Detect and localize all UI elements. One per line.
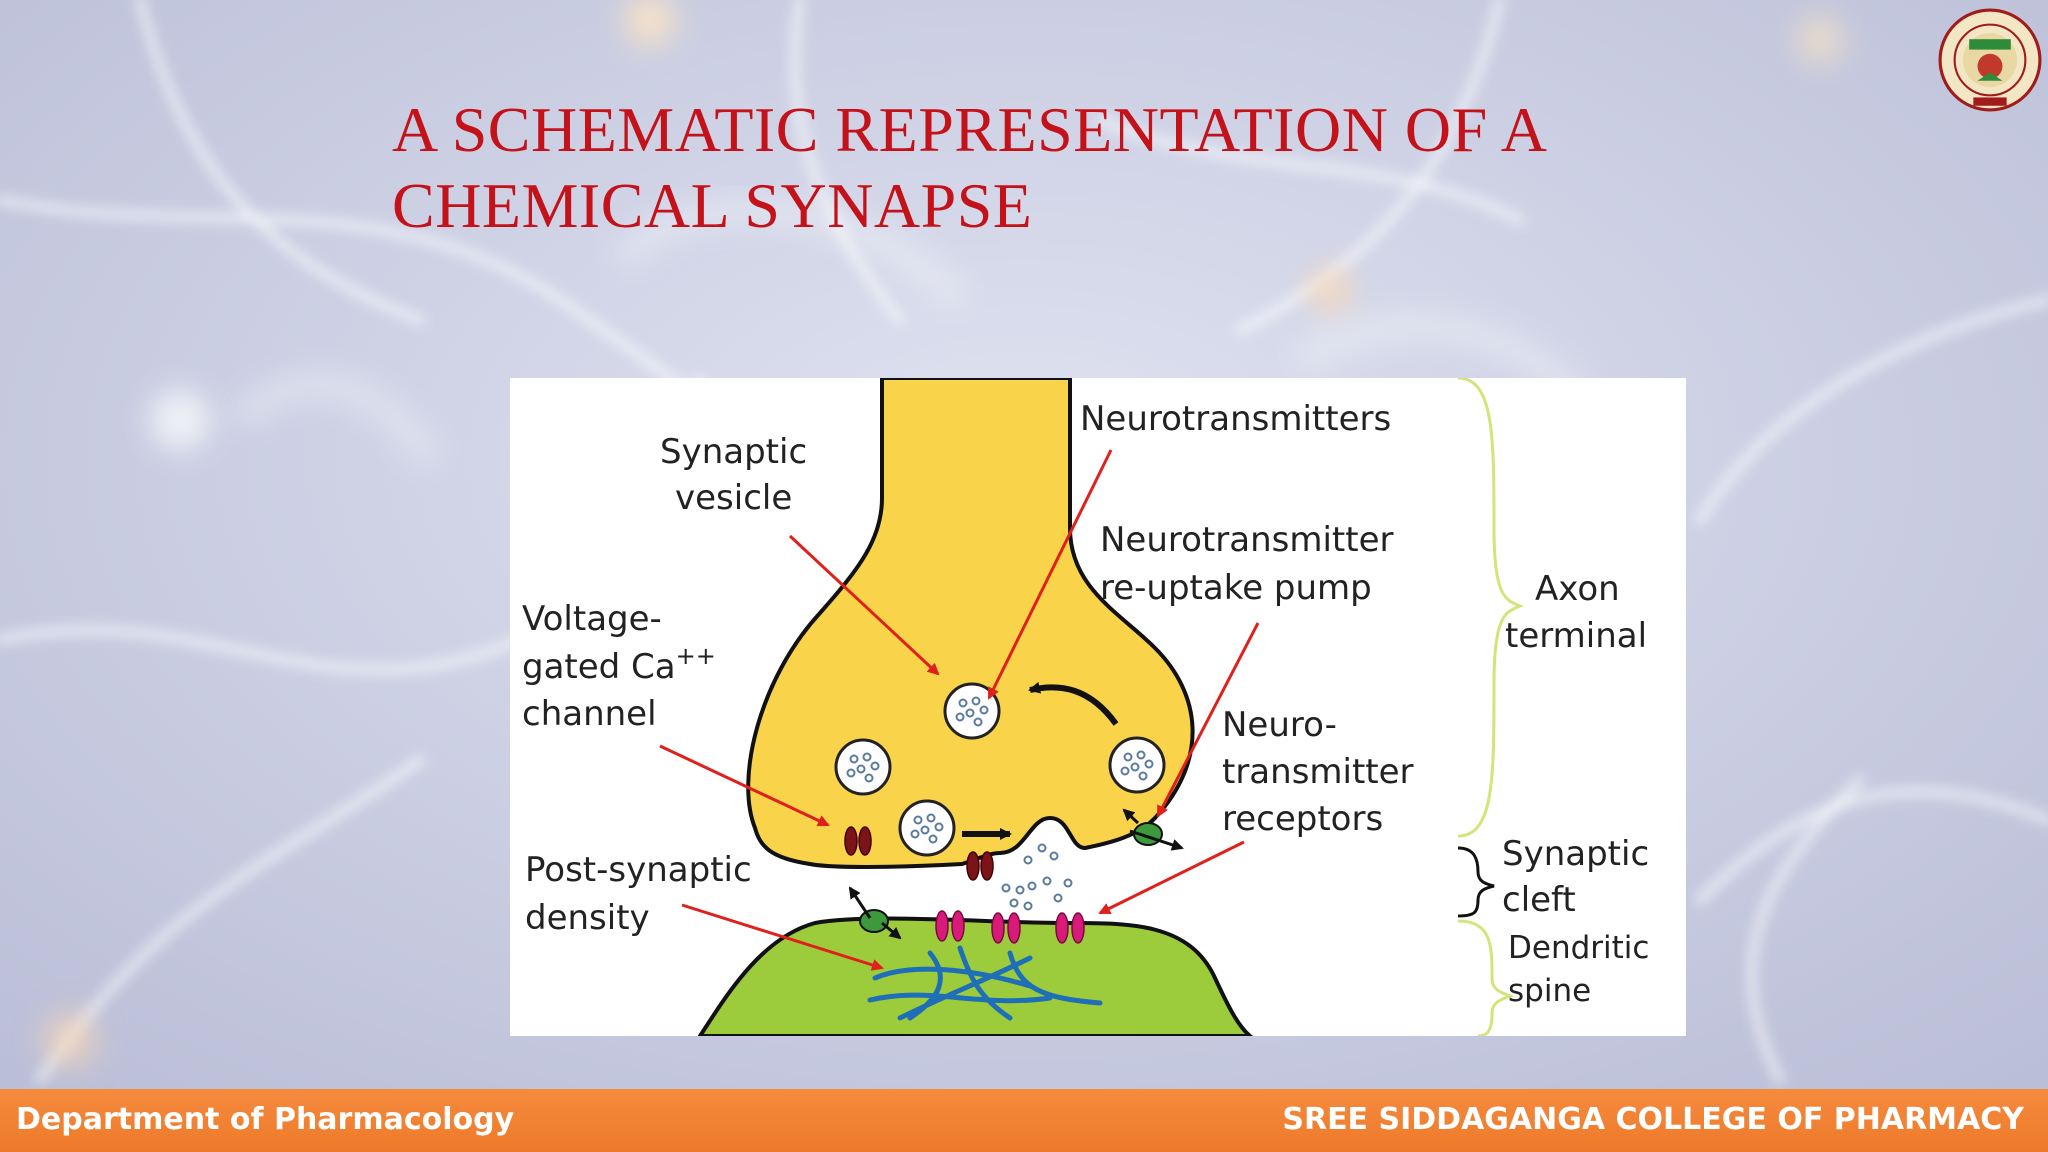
label-axon-line2: terminal bbox=[1505, 616, 1647, 656]
slide-title-line2: CHEMICAL SYNAPSE bbox=[392, 170, 1033, 241]
synapse-diagram: Neurotransmitters Synaptic vesicle Neuro… bbox=[510, 378, 1686, 1036]
synaptic-vesicle bbox=[898, 799, 956, 857]
label-synaptic-vesicle-line1: Synaptic bbox=[660, 432, 807, 472]
label-vgcc-line3: channel bbox=[522, 694, 657, 734]
reuptake-pump bbox=[859, 909, 889, 933]
slide-title-line1: A SCHEMATIC REPRESENTATION OF A bbox=[392, 94, 1548, 165]
released-neurotransmitters bbox=[1001, 843, 1073, 911]
post-synaptic-density-filaments bbox=[867, 945, 1103, 1021]
label-neurotransmitters: Neurotransmitters bbox=[1080, 399, 1391, 439]
label-receptors-line1: Neuro- bbox=[1222, 705, 1337, 745]
axon-terminal-bracket bbox=[1457, 378, 1524, 838]
synaptic-cleft-bracket bbox=[1457, 846, 1495, 918]
recycling-arrow bbox=[1028, 681, 1119, 726]
label-reuptake-line2: re-uptake pump bbox=[1100, 568, 1372, 608]
label-axon-line1: Axon bbox=[1535, 569, 1620, 609]
dendritic-spine-bracket bbox=[1457, 919, 1515, 1036]
dendritic-spine-shape bbox=[697, 916, 1254, 1036]
label-receptors-line2: transmitter bbox=[1222, 752, 1414, 792]
label-reuptake-line1: Neurotransmitter bbox=[1100, 520, 1393, 560]
label-receptors-line3: receptors bbox=[1222, 799, 1383, 839]
label-psd-line2: density bbox=[525, 898, 650, 938]
slide-title: A SCHEMATIC REPRESENTATION OF A CHEMICAL… bbox=[392, 92, 1692, 244]
label-cleft-line2: cleft bbox=[1502, 880, 1576, 920]
footer-bar: Department of Pharmacology SREE SIDDAGAN… bbox=[0, 1089, 2048, 1152]
label-psd-line1: Post-synaptic bbox=[525, 850, 752, 890]
axon-terminal-shape bbox=[746, 378, 1195, 869]
college-seal-icon bbox=[1938, 8, 2042, 112]
footer-college-name: SREE SIDDAGANGA COLLEGE OF PHARMACY bbox=[1282, 1102, 2024, 1137]
label-cleft-line1: Synaptic bbox=[1502, 834, 1649, 874]
synaptic-vesicle bbox=[1108, 736, 1166, 794]
label-spine-line1: Dendritic bbox=[1508, 930, 1649, 966]
label-spine-line2: spine bbox=[1508, 973, 1591, 1009]
label-vgcc-line1: Voltage- bbox=[522, 599, 662, 639]
footer-department: Department of Pharmacology bbox=[16, 1102, 515, 1137]
label-synaptic-vesicle-line2: vesicle bbox=[675, 478, 792, 518]
label-vgcc-line2: gated Ca++ bbox=[522, 642, 716, 687]
synaptic-vesicle bbox=[834, 738, 892, 796]
